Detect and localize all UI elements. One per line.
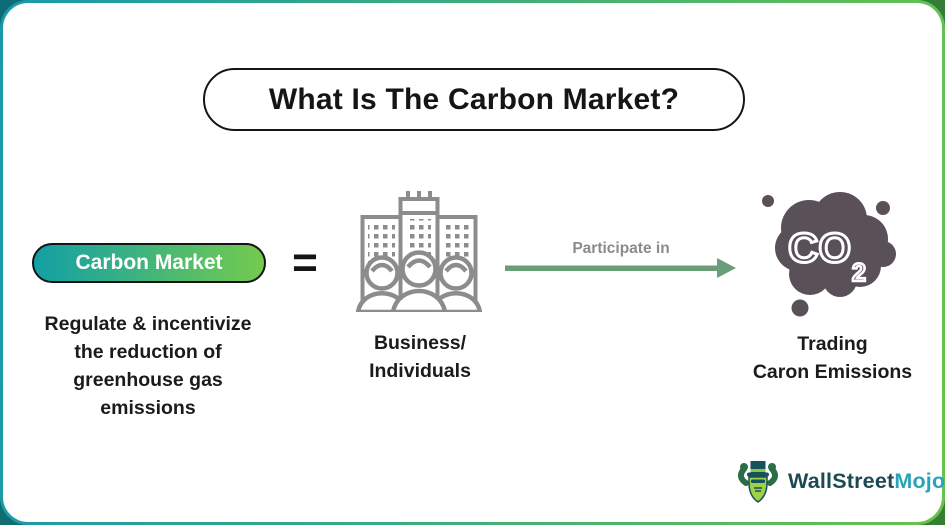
outcome-line: Trading bbox=[797, 333, 868, 355]
outcome-label: Trading Caron Emissions bbox=[730, 330, 935, 386]
carbon-market-pill: Carbon Market bbox=[32, 243, 266, 283]
co2-subscript: 2 bbox=[852, 259, 866, 287]
co2-cloud-icon: CO 2 bbox=[762, 192, 896, 317]
brand-name-accent: Mojo bbox=[894, 468, 945, 493]
participate-arrow-icon bbox=[505, 258, 736, 278]
definition-text: Regulate & incentivize the reduction of … bbox=[18, 310, 278, 422]
actor-label: Business/ Individuals bbox=[345, 329, 495, 385]
brand-name-primary: WallStreet bbox=[788, 468, 895, 493]
title-banner: What Is The Carbon Market? bbox=[203, 68, 745, 131]
definition-line: greenhouse gas bbox=[73, 369, 223, 391]
mascot-icon bbox=[738, 461, 778, 503]
business-individuals-icon bbox=[356, 191, 482, 312]
definition-line: the reduction of bbox=[74, 341, 222, 363]
page-title: What Is The Carbon Market? bbox=[268, 82, 680, 116]
actor-line: Business/ bbox=[373, 332, 467, 354]
carbon-market-label: Carbon Market bbox=[75, 251, 223, 274]
actor-line: Individuals bbox=[369, 360, 471, 382]
participate-label: Participate in bbox=[572, 240, 670, 257]
equals-sign: = bbox=[292, 238, 318, 287]
co2-text: CO bbox=[788, 224, 851, 271]
definition-line: emissions bbox=[100, 397, 196, 419]
brand-name: WallStreetMojo bbox=[788, 469, 945, 494]
definition-line: Regulate & incentivize bbox=[44, 313, 252, 335]
brand-logo: WallStreetMojo bbox=[735, 456, 945, 506]
outcome-line: Caron Emissions bbox=[752, 361, 913, 383]
